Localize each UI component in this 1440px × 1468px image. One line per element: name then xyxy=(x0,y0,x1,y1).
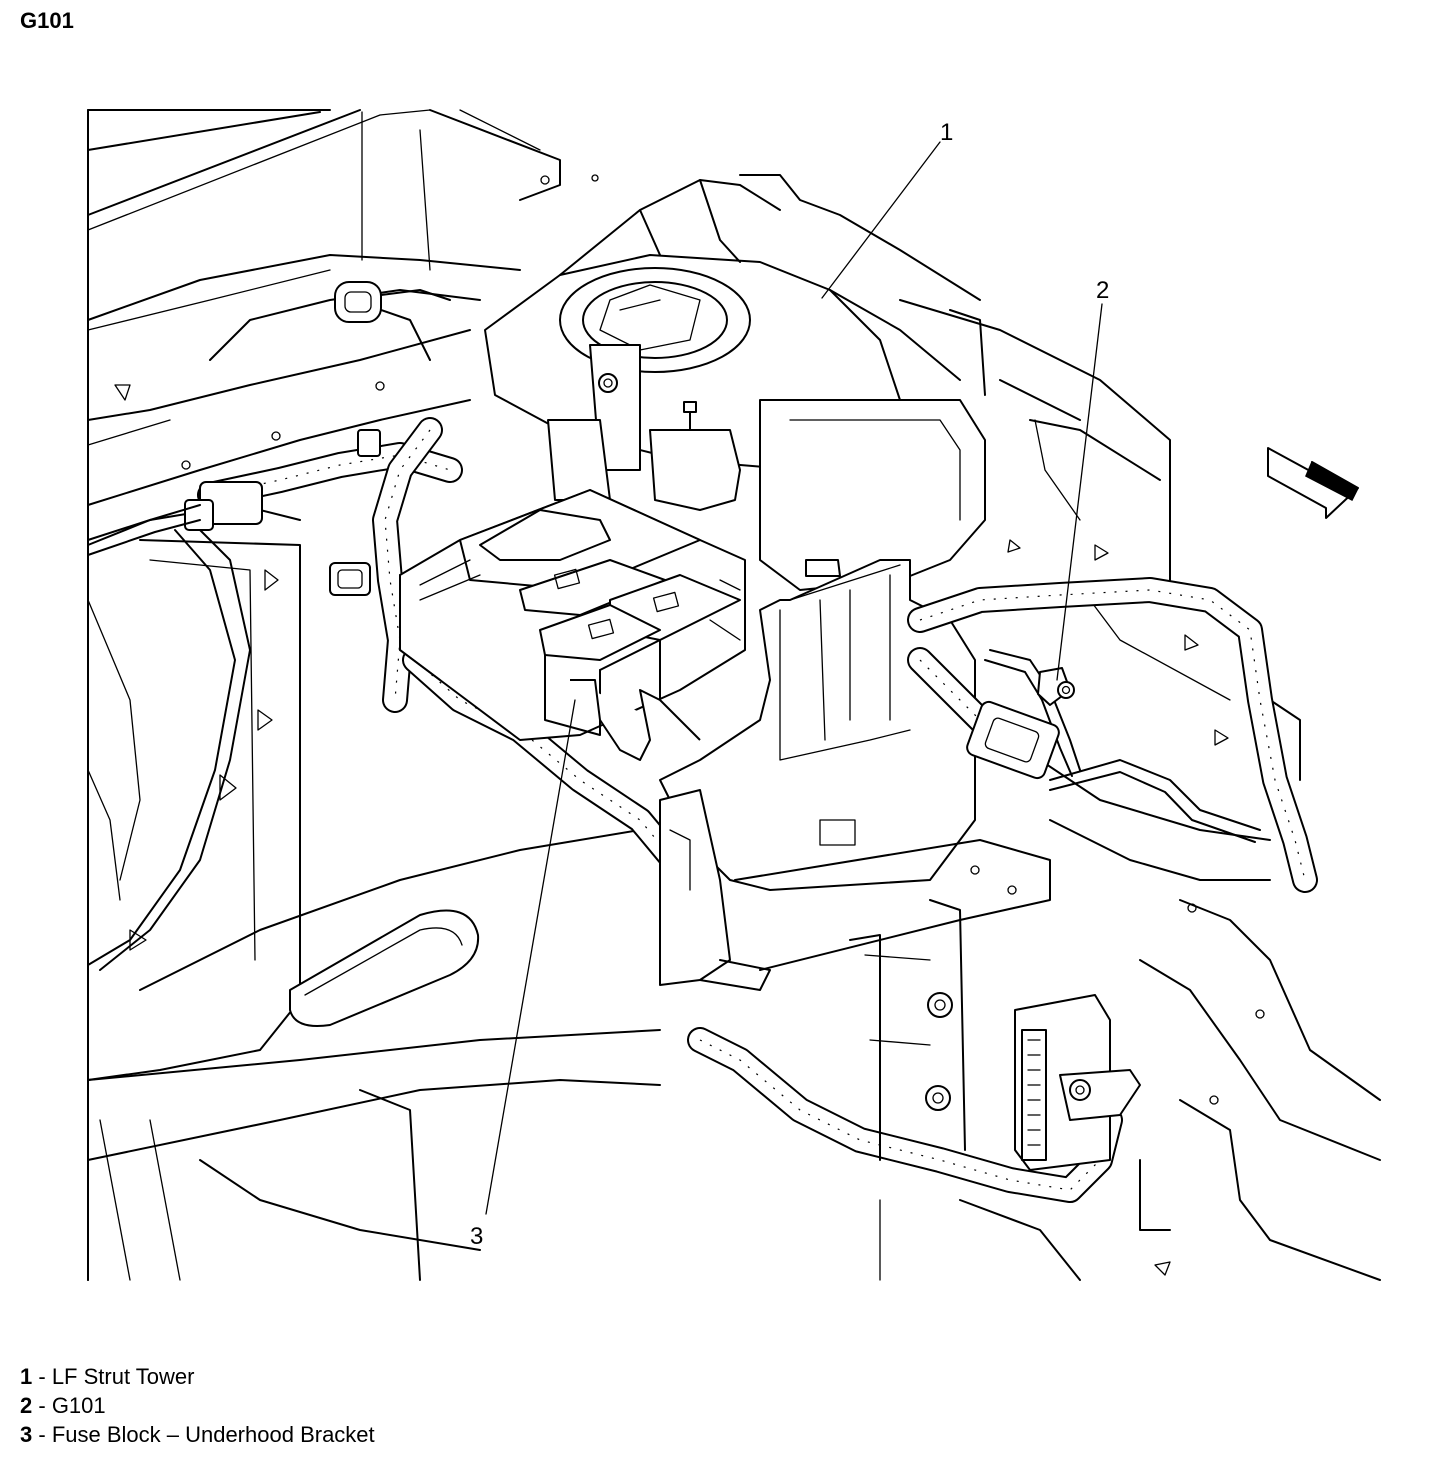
legend-item-label: G101 xyxy=(51,1393,106,1418)
legend-item: 1 - LF Strut Tower xyxy=(20,1362,375,1391)
harness-connector-upper xyxy=(334,281,451,361)
legend-item-label: Fuse Block – Underhood Bracket xyxy=(51,1422,375,1447)
lf-strut-tower xyxy=(484,174,986,591)
page-title: G101 xyxy=(20,8,74,33)
fuse-block-underhood-bracket xyxy=(399,489,1051,991)
leader-line-3 xyxy=(485,699,576,1215)
legend-separator: - xyxy=(32,1364,52,1389)
engine-compartment-illustration: 1 2 3 xyxy=(87,109,1381,1281)
upper-body-panel xyxy=(87,109,599,506)
wiring-harness-right xyxy=(907,577,1318,893)
front-of-vehicle-arrow-icon xyxy=(1267,447,1359,519)
callout-number-1: 1 xyxy=(940,119,953,146)
callout-number-2: 2 xyxy=(1096,277,1109,304)
legend-item: 2 - G101 xyxy=(20,1391,375,1420)
legend-item-number: 3 xyxy=(20,1422,33,1447)
legend-item: 3 - Fuse Block – Underhood Bracket xyxy=(20,1420,375,1449)
legend-item-number: 1 xyxy=(20,1364,33,1389)
legend-item-number: 2 xyxy=(20,1393,33,1418)
callout-number-3: 3 xyxy=(470,1223,483,1250)
callout-legend: 1 - LF Strut Tower 2 - G101 3 - Fuse Blo… xyxy=(20,1362,375,1449)
callout-leaders xyxy=(485,141,1103,1215)
legend-separator: - xyxy=(32,1422,52,1447)
leader-line-2 xyxy=(1056,303,1103,681)
left-fender-apron xyxy=(87,504,301,1081)
leader-line-1 xyxy=(821,141,941,299)
lower-harness-and-module xyxy=(687,899,1141,1281)
legend-item-label: LF Strut Tower xyxy=(51,1364,195,1389)
legend-separator: - xyxy=(32,1393,52,1418)
lower-crossmember xyxy=(87,829,661,1281)
